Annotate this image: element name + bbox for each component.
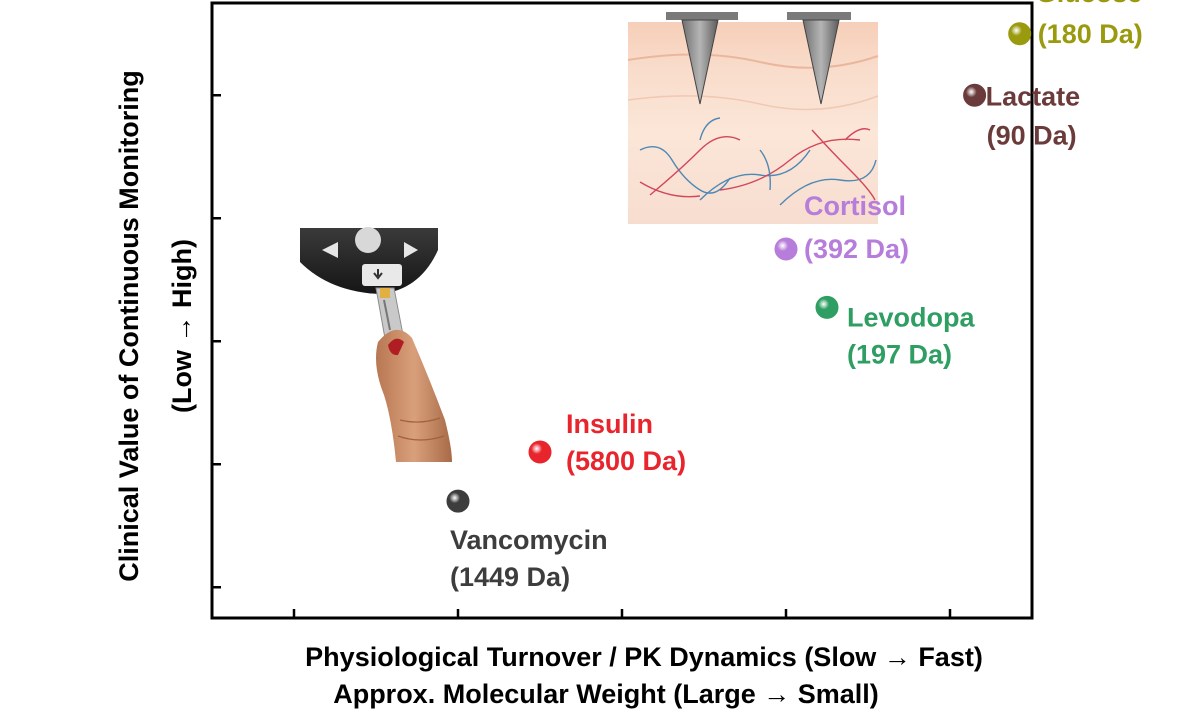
y-axis-title-line2: (Low → High) [167,239,197,413]
label-vancomycin: Vancomycin [450,525,608,555]
data-point-lactate [963,83,987,107]
label-vancomycin-mw: (1449 Da) [450,562,570,592]
label-levodopa-mw: (197 Da) [847,339,952,369]
data-point-insulin [528,440,552,464]
microneedle-skin-illustration [627,12,879,224]
label-levodopa: Levodopa [847,302,975,332]
point-group-vancomycin: Vancomycin (1449 Da) [446,489,608,592]
x-axis-title-line2: Approx. Molecular Weight (Large → Small) [333,679,879,709]
data-points: Vancomycin (1449 Da) Insulin (5800 Da) Corti… [446,0,1143,592]
data-point-cortisol [774,237,798,261]
point-group-levodopa: Levodopa (197 Da) [815,295,975,369]
label-glucose: Glucose [1036,0,1143,8]
data-point-glucose [1008,22,1032,46]
point-group-glucose: Glucose (180 Da) [1008,0,1143,49]
data-point-vancomycin [446,489,470,513]
label-cortisol: Cortisol [804,191,906,221]
label-lactate: Lactate [986,81,1081,111]
point-group-cortisol: Cortisol (392 Da) [774,191,909,264]
glucose-meter-finger-illustration [300,227,452,462]
point-group-insulin: Insulin (5800 Da) [528,409,686,476]
label-lactate-mw: (90 Da) [987,120,1077,150]
y-axis-title-line1: Clinical Value of Continuous Monitoring [114,70,144,581]
point-group-lactate: Lactate (90 Da) [963,81,1081,150]
data-point-levodopa [815,295,839,319]
x-axis-title-line1: Physiological Turnover / PK Dynamics (Sl… [305,642,983,672]
label-cortisol-mw: (392 Da) [804,234,909,264]
label-insulin: Insulin [566,409,653,439]
axis-ticks [212,94,952,618]
label-insulin-mw: (5800 Da) [566,446,686,476]
label-glucose-mw: (180 Da) [1038,19,1143,49]
